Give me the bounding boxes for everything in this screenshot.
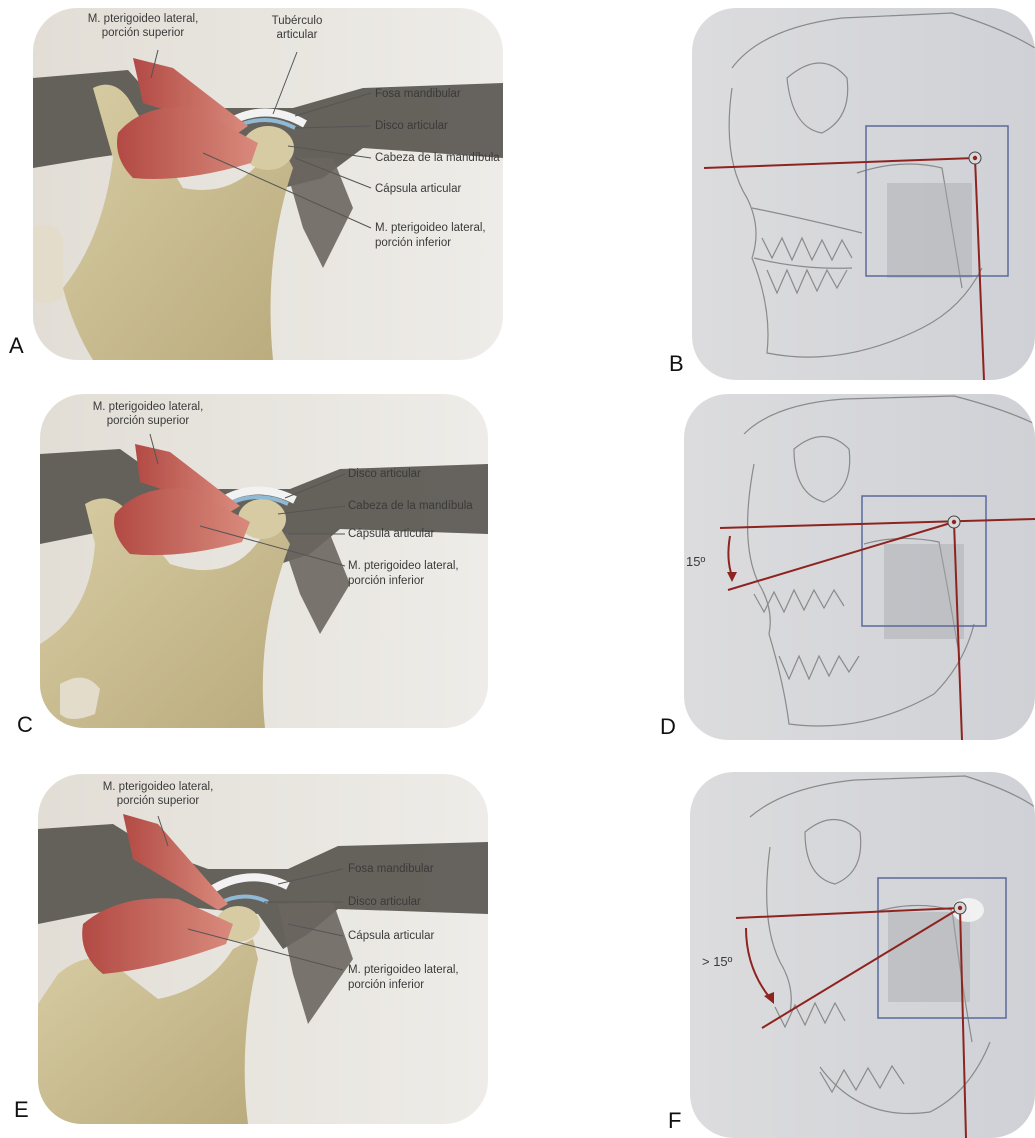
- panel-d-illustration: 15º: [684, 394, 1035, 740]
- label-pterygoid-superior-2: porción superior: [107, 415, 190, 427]
- jaw-shaded-area: [887, 183, 972, 278]
- label-pterygoid-inferior: M. pterigoideo lateral,: [348, 560, 459, 572]
- panel-b-illustration: [692, 8, 1035, 380]
- panel-letter-f: F: [668, 1108, 681, 1134]
- panel-c-illustration: M. pterigoideo lateral, porción superior…: [40, 394, 488, 728]
- label-angle-over-15: > 15º: [702, 954, 733, 969]
- panel-letter-a: A: [9, 333, 24, 359]
- panel-e-illustration: M. pterigoideo lateral, porción superior…: [38, 774, 488, 1124]
- label-cabeza-mandibula: Cabeza de la mandíbula: [375, 152, 500, 164]
- panel-letter-b: B: [669, 351, 684, 377]
- label-tuberculo: Tubérculo: [272, 15, 323, 27]
- label-pterygoid-superior-2: porción superior: [102, 27, 185, 39]
- jaw-shaded-area: [884, 544, 964, 639]
- panel-f-illustration: > 15º: [690, 772, 1035, 1138]
- label-pterygoid-inferior: M. pterigoideo lateral,: [375, 222, 486, 234]
- panel-letter-e: E: [14, 1097, 29, 1123]
- label-cabeza-mandibula: Cabeza de la mandíbula: [348, 500, 473, 512]
- label-disco-articular: Disco articular: [348, 896, 421, 908]
- label-capsula-articular: Cápsula articular: [348, 930, 434, 942]
- label-pterygoid-superior-2: porción superior: [117, 795, 200, 807]
- label-pterygoid-inferior-2: porción inferior: [348, 979, 424, 991]
- label-disco-articular: Disco articular: [348, 468, 421, 480]
- label-angle-15: 15º: [686, 554, 705, 569]
- label-pterygoid-inferior-2: porción inferior: [348, 575, 424, 587]
- label-fosa-mandibular: Fosa mandibular: [375, 88, 461, 100]
- label-disco-articular: Disco articular: [375, 120, 448, 132]
- panel-letter-d: D: [660, 714, 676, 740]
- label-fosa-mandibular: Fosa mandibular: [348, 863, 434, 875]
- label-pterygoid-inferior: M. pterigoideo lateral,: [348, 964, 459, 976]
- label-pterygoid-inferior-2: porción inferior: [375, 237, 451, 249]
- panel-a-illustration: M. pterigoideo lateral, porción superior…: [33, 8, 503, 360]
- label-pterygoid-superior: M. pterigoideo lateral,: [88, 13, 199, 25]
- label-tuberculo-2: articular: [277, 29, 318, 41]
- label-pterygoid-superior: M. pterigoideo lateral,: [93, 401, 204, 413]
- jaw-shaded-area: [888, 912, 970, 1002]
- label-pterygoid-superior: M. pterigoideo lateral,: [103, 781, 214, 793]
- label-capsula-articular: Cápsula articular: [375, 183, 461, 195]
- panel-letter-c: C: [17, 712, 33, 738]
- label-capsula-articular: Cápsula articular: [348, 528, 434, 540]
